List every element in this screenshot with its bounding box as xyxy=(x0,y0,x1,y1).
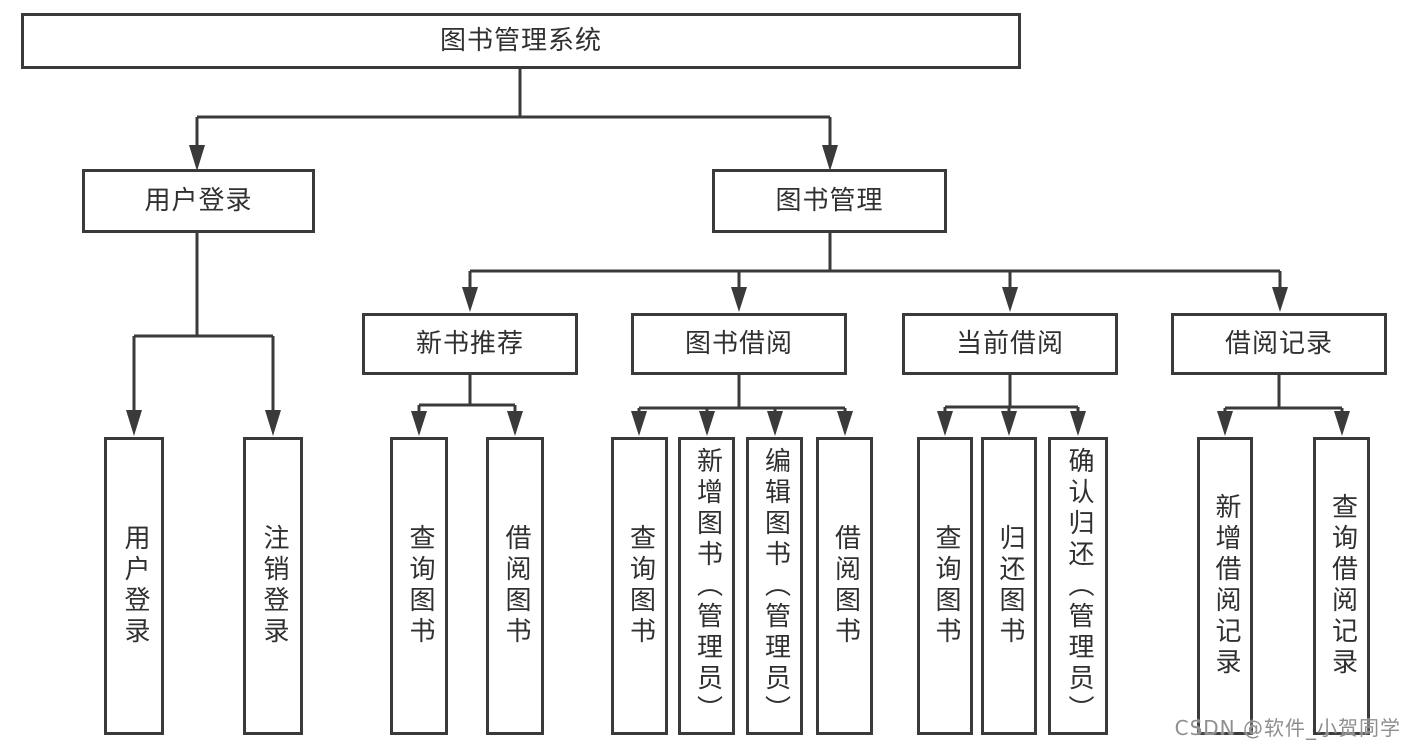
node-leaf-recommend-borrow-books: 借阅图书 xyxy=(486,437,544,735)
arrow-down-bor-query xyxy=(631,411,647,436)
arrow-down-rec-borrow xyxy=(507,411,523,436)
node-leaf-user-login: 用户登录 xyxy=(104,437,164,735)
node-book-management: 图书管理 xyxy=(712,169,947,233)
arrow-down-bor-borrow xyxy=(837,411,853,436)
node-label: 查询图书 xyxy=(930,524,961,648)
node-borrowing-records: 借阅记录 xyxy=(1171,313,1387,375)
arrow-down-login-leaf xyxy=(126,410,142,436)
node-leaf-current-return-books: 归还图书 xyxy=(981,437,1037,735)
node-label: 查询图书 xyxy=(404,524,435,648)
node-leaf-recommend-query-books: 查询图书 xyxy=(390,437,448,735)
node-leaf-query-borrowing-record: 查询借阅记录 xyxy=(1313,437,1370,735)
arrow-down-logout-leaf xyxy=(265,410,281,436)
node-leaf-borrowing-add-books-admin: 新增图书（管理员） xyxy=(678,437,735,735)
node-library-management-system: 图书管理系统 xyxy=(21,13,1021,69)
arrow-down-book-borrowing xyxy=(731,287,747,312)
node-current-borrowing: 当前借阅 xyxy=(902,313,1118,375)
node-leaf-borrowing-borrow-books: 借阅图书 xyxy=(816,437,873,735)
arrow-down-bor-edit xyxy=(767,411,783,436)
node-label: 借阅图书 xyxy=(500,524,531,648)
csdn-watermark: CSDN @软件_小贺同学 xyxy=(1174,716,1401,740)
node-book-borrowing: 图书借阅 xyxy=(631,313,847,375)
node-label: 用户登录 xyxy=(119,524,150,648)
node-leaf-borrowing-edit-books-admin: 编辑图书（管理员） xyxy=(746,437,803,735)
node-label: 新书推荐 xyxy=(415,329,524,359)
node-label: 用户登录 xyxy=(144,186,253,216)
node-leaf-current-query-books: 查询图书 xyxy=(917,437,973,735)
arrow-down-book-management xyxy=(822,145,838,171)
node-label: 确认归还（管理员） xyxy=(1063,446,1094,726)
arrow-down-bor-add xyxy=(699,411,715,436)
node-leaf-current-confirm-return-admin: 确认归还（管理员） xyxy=(1048,437,1108,735)
arrow-down-current-borrowing xyxy=(1002,287,1018,312)
arrow-down-new-book-recommend xyxy=(462,287,478,312)
node-label: 新增借阅记录 xyxy=(1210,493,1241,679)
node-label: 图书借阅 xyxy=(684,329,793,359)
node-label: 新增图书（管理员） xyxy=(692,446,723,726)
arrow-down-borrowing-records xyxy=(1272,287,1288,312)
arrow-down-cur-query xyxy=(937,411,953,436)
node-label: 编辑图书（管理员） xyxy=(760,446,791,726)
arrow-down-rec-query xyxy=(411,411,427,436)
node-label: 借阅记录 xyxy=(1224,329,1333,359)
arrow-down-recquery xyxy=(1334,411,1350,436)
arrow-down-recadd xyxy=(1217,411,1233,436)
node-label: 注销登录 xyxy=(258,524,289,648)
node-label: 查询借阅记录 xyxy=(1327,493,1358,679)
node-label: 查询图书 xyxy=(625,524,656,648)
arrow-down-cur-confirm xyxy=(1070,411,1086,436)
node-label: 图书管理系统 xyxy=(439,26,602,56)
node-leaf-logout: 注销登录 xyxy=(243,437,303,735)
node-new-book-recommend: 新书推荐 xyxy=(362,313,578,375)
node-label: 图书管理 xyxy=(775,186,884,216)
arrow-down-cur-return xyxy=(1001,411,1017,436)
node-user-login: 用户登录 xyxy=(82,169,315,233)
node-leaf-borrowing-query-books: 查询图书 xyxy=(611,437,668,735)
node-label: 当前借阅 xyxy=(955,329,1064,359)
node-label: 借阅图书 xyxy=(830,524,861,648)
node-leaf-add-borrowing-record: 新增借阅记录 xyxy=(1197,437,1253,735)
node-label: 归还图书 xyxy=(994,524,1025,648)
arrow-down-user-login xyxy=(189,145,205,171)
